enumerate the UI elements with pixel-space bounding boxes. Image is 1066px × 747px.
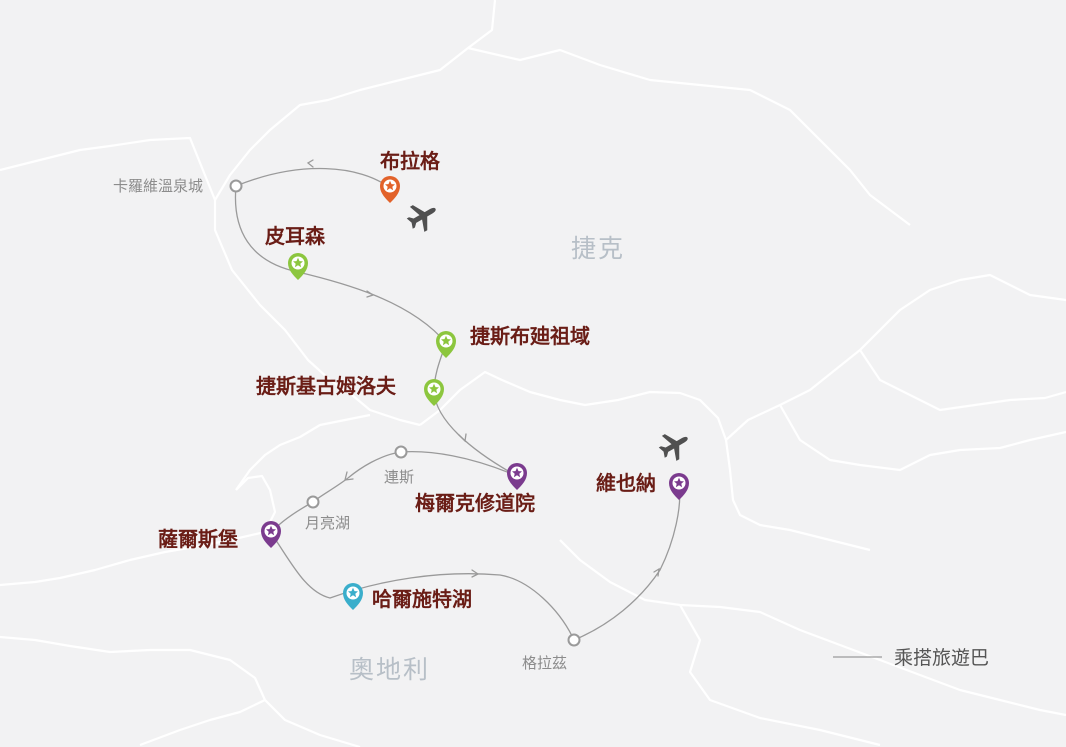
- stop-label-salzburg: 薩爾斯堡: [158, 527, 238, 551]
- stop-label-vienna: 維也納: [596, 471, 656, 495]
- stop-label-cesky-krumlov: 捷斯基古姆洛夫: [256, 374, 397, 398]
- stop-label-karlovy-vary: 卡羅維溫泉城: [113, 177, 203, 195]
- stop-label-plzen: 皮耳森: [265, 224, 326, 248]
- country-label-czech: 捷克: [571, 234, 625, 263]
- waypoint-circle-icon: [306, 495, 320, 509]
- waypoint-circle-icon: [229, 179, 243, 193]
- stop-label-linz: 連斯: [384, 468, 414, 486]
- stop-label-hallstatt: 哈爾施特湖: [372, 587, 472, 611]
- country-label-austria: 奧地利: [349, 655, 430, 684]
- stop-label-melk: 梅爾克修道院: [415, 491, 535, 515]
- map-legend: 乘搭旅遊巴: [833, 647, 989, 669]
- stop-label-prague: 布拉格: [380, 149, 441, 173]
- stop-label-graz: 格拉茲: [522, 654, 567, 672]
- stop-label-cesky-budejovice: 捷斯布廸祖域: [470, 324, 590, 348]
- waypoint-circle-icon: [567, 633, 581, 647]
- legend-label-bus: 乘搭旅遊巴: [894, 647, 989, 669]
- waypoint-circle-icon: [394, 445, 408, 459]
- stop-label-mondsee: 月亮湖: [305, 514, 350, 532]
